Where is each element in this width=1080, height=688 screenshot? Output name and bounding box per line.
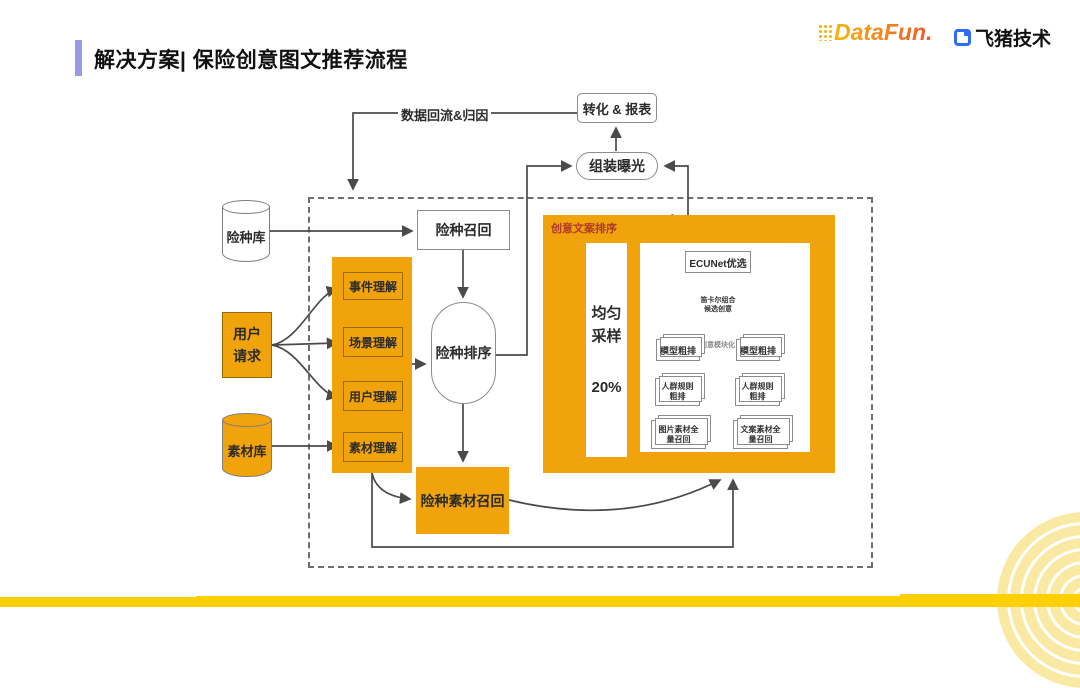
datafun-logo-text: DataFun. [834, 18, 933, 45]
slide: { "header": { "title": "解决方案| 保险创意图文推荐流程… [0, 16, 1080, 688]
user-request-line1: 用户 [233, 326, 261, 342]
title-accent-bar [75, 40, 82, 76]
sampling-line2: 采样 [591, 327, 622, 345]
copy-material-full-recall-stack: 文案素材全量召回 [733, 415, 793, 449]
sampling-line1: 均匀 [591, 304, 622, 322]
assemble-exposure-node: 组装曝光 [576, 152, 658, 180]
fliggy-logo-icon [954, 29, 971, 46]
insurance-db-cylinder: 险种库 [222, 200, 270, 262]
creative-ranking-label: 创意文案排序 [551, 223, 617, 235]
uniform-sampling-node: 均匀 采样 20% [586, 243, 627, 457]
creative-module-note: 创意模块化 [700, 342, 735, 349]
bottom-bar-left [0, 597, 196, 607]
conversion-report-node: 转化 & 报表 [577, 93, 657, 123]
insurance-db-label: 险种库 [226, 229, 266, 245]
page-title: 解决方案| 保险创意图文推荐流程 [94, 49, 408, 72]
user-request-node: 用户 请求 [222, 312, 272, 378]
sampling-percent: 20% [591, 378, 622, 396]
user-request-line2: 请求 [233, 348, 261, 364]
halftone-dots-icon [818, 23, 833, 41]
model-coarse-rank-stack-left: 模型粗排 [656, 334, 705, 361]
crowd-rule-rank-stack-right: 人群规则粗排 [735, 373, 785, 406]
insurance-material-recall-node: 险种素材召回 [416, 467, 509, 534]
image-material-full-recall-stack: 图片素材全量召回 [651, 415, 711, 449]
cartesian-diamond-label: 笛卡尔组合 候选创意 [700, 297, 736, 313]
user-understanding-node: 用户理解 [343, 381, 403, 411]
insurance-recall-node: 险种召回 [417, 210, 510, 250]
bottom-bar-right [900, 594, 1080, 607]
crowd-rule-rank-stack-left: 人群规则粗排 [655, 373, 705, 406]
material-db-label: 素材库 [227, 443, 267, 459]
material-db-cylinder: 素材库 [222, 413, 272, 477]
bottom-bar-middle [196, 596, 900, 607]
scene-understanding-node: 场景理解 [343, 327, 403, 357]
material-understanding-node: 素材理解 [343, 432, 403, 462]
ecunet-select-node: ECUNet优选 [685, 251, 751, 273]
event-understanding-node: 事件理解 [343, 272, 403, 300]
model-coarse-rank-stack-right: 模型粗排 [736, 334, 785, 361]
insurance-ranking-node: 险种排序 [431, 302, 496, 404]
fliggy-logo: 飞猪技术 [954, 24, 1051, 51]
data-backflow-label: 数据回流&归因 [398, 105, 492, 124]
fliggy-logo-text: 飞猪技术 [975, 29, 1052, 50]
datafun-logo: DataFun. [818, 16, 932, 48]
